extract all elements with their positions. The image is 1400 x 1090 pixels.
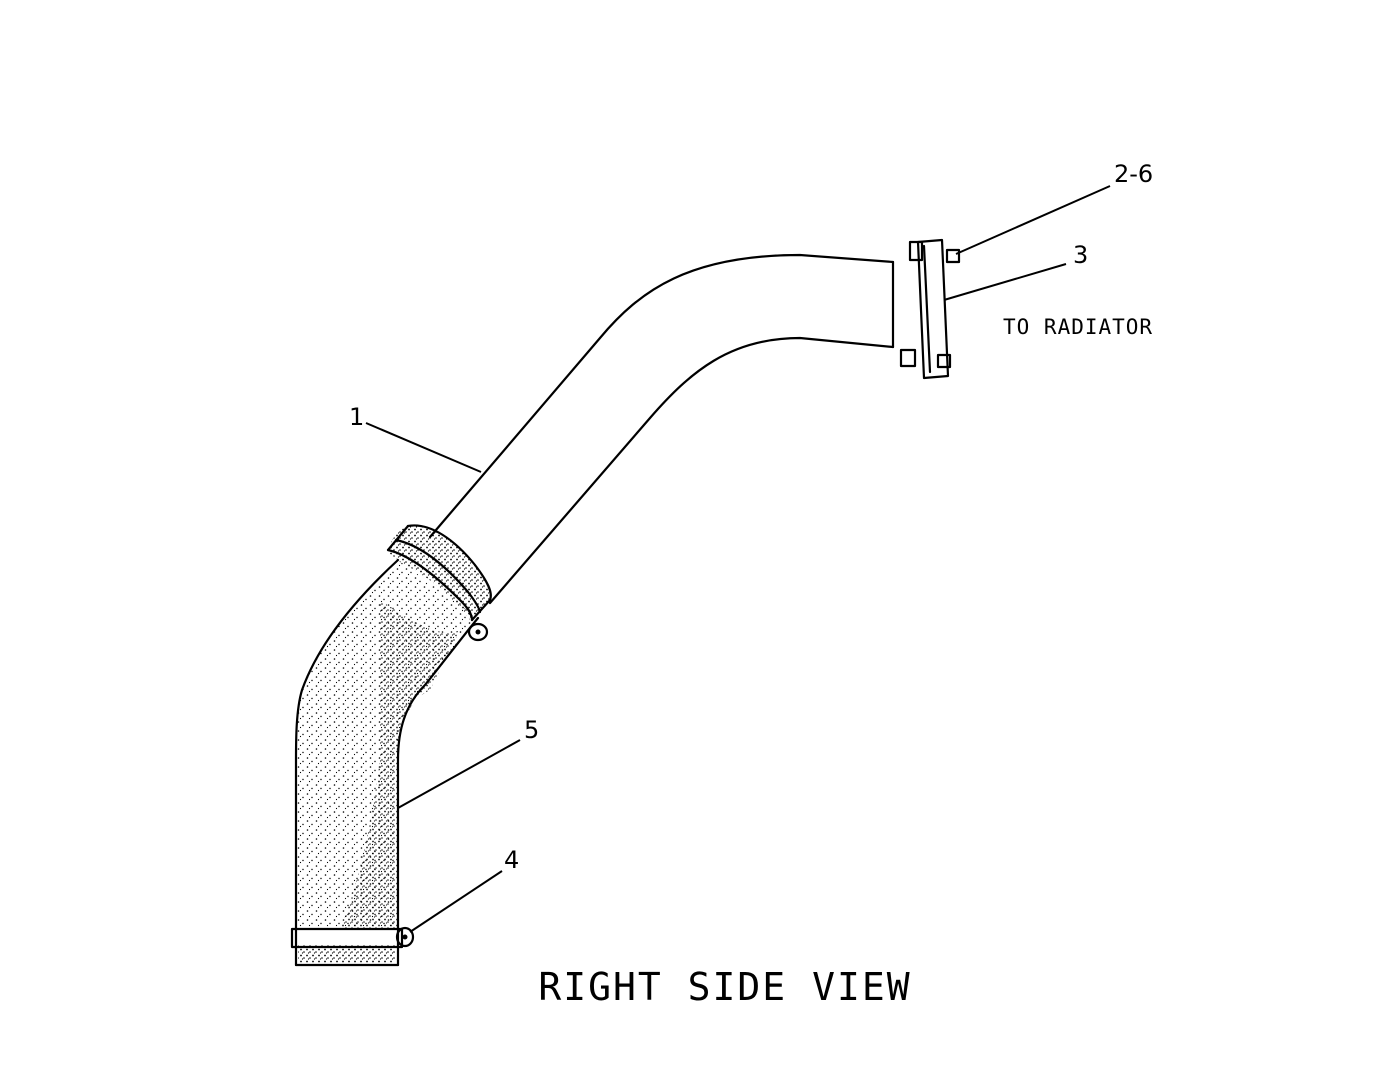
upper-clamp: [386, 524, 492, 642]
callout-5: 5: [524, 716, 539, 744]
leader-lines: [365, 185, 1111, 933]
note-to-radiator: TO RADIATOR: [1003, 315, 1153, 339]
callout-4: 4: [504, 846, 519, 874]
callout-1: 1: [349, 403, 364, 431]
leader-4: [409, 870, 503, 933]
leader-2-6: [955, 185, 1111, 255]
leader-3: [943, 263, 1067, 301]
tube: [428, 253, 895, 605]
callout-3: 3: [1073, 241, 1088, 269]
flange-assembly: [891, 238, 961, 380]
hose: [294, 558, 480, 967]
leader-5: [397, 739, 521, 809]
view-title: RIGHT SIDE VIEW: [538, 965, 911, 1009]
leader-1: [365, 422, 482, 473]
callout-2-6: 2-6: [1114, 160, 1153, 188]
lower-clamp: [290, 926, 415, 949]
